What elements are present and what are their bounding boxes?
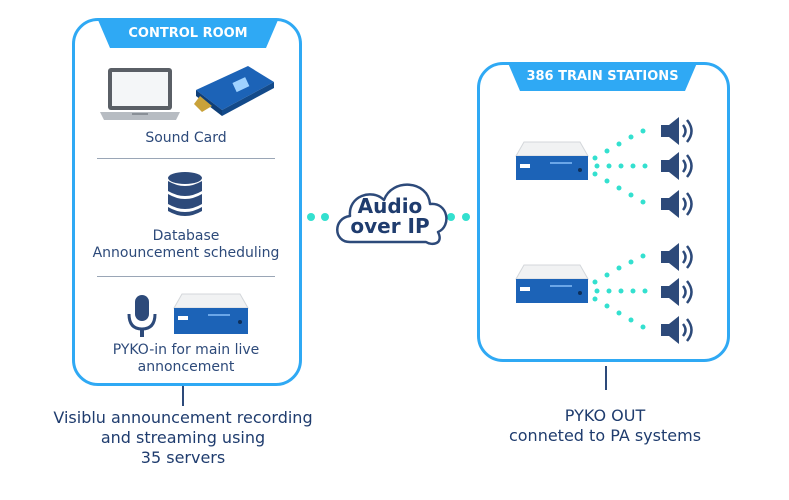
pyko-in-label: PYKO-in for main live annoncement [88,342,284,376]
train-stations-caption-line2: conneted to PA systems [508,426,702,445]
database-icon [168,172,202,216]
speaker-icon [661,152,693,180]
link-dot [462,213,470,221]
sound-card-icon [194,66,274,116]
train-stations-caption: PYKO OUT conneted to PA systems [470,406,740,446]
control-room-title: CONTROL ROOM [98,20,278,48]
control-room-caption-line1: Visiblu announcement recording [53,408,313,427]
pyko-in-device-icon [173,293,249,334]
laptop-icon [100,68,180,120]
right-connector-line [605,366,607,390]
database-label-line1: Database [152,228,220,244]
cloud-label-line2: over IP [350,214,430,238]
sound-card-label: Sound Card [145,130,227,146]
database-label-line2: Announcement scheduling [92,245,280,261]
microphone-icon [127,295,157,337]
cloud-label-line1: Audio [357,194,423,218]
pyko-in-label-line2: annoncement [137,359,235,375]
divider [97,276,275,277]
control-room-caption-line3: 35 servers [140,448,226,467]
speaker-icon [661,190,693,218]
speaker-icon [661,278,693,306]
database-label: Database Announcement scheduling [88,228,284,262]
link-dot [307,213,315,221]
left-connector-line [182,386,184,406]
dotted-link-group [592,253,648,330]
control-room-caption-line2: and streaming using [100,428,266,447]
cloud-label: Audio over IP [338,196,442,236]
speaker-icon [661,117,693,145]
control-room-caption: Visiblu announcement recording and strea… [22,408,344,468]
link-dot [447,213,455,221]
dotted-link-group [592,128,648,205]
train-stations-caption-line1: PYKO OUT [564,406,646,425]
train-stations-title: 386 TRAIN STATIONS [508,63,697,91]
pyko-out-device-icon [515,264,589,303]
link-dot [321,213,329,221]
divider [97,158,275,159]
speaker-icon [661,316,693,344]
pyko-in-label-line1: PYKO-in for main live [112,342,260,358]
speaker-icon [661,243,693,271]
pyko-out-device-icon [515,141,589,180]
cloud-icon [336,183,448,246]
